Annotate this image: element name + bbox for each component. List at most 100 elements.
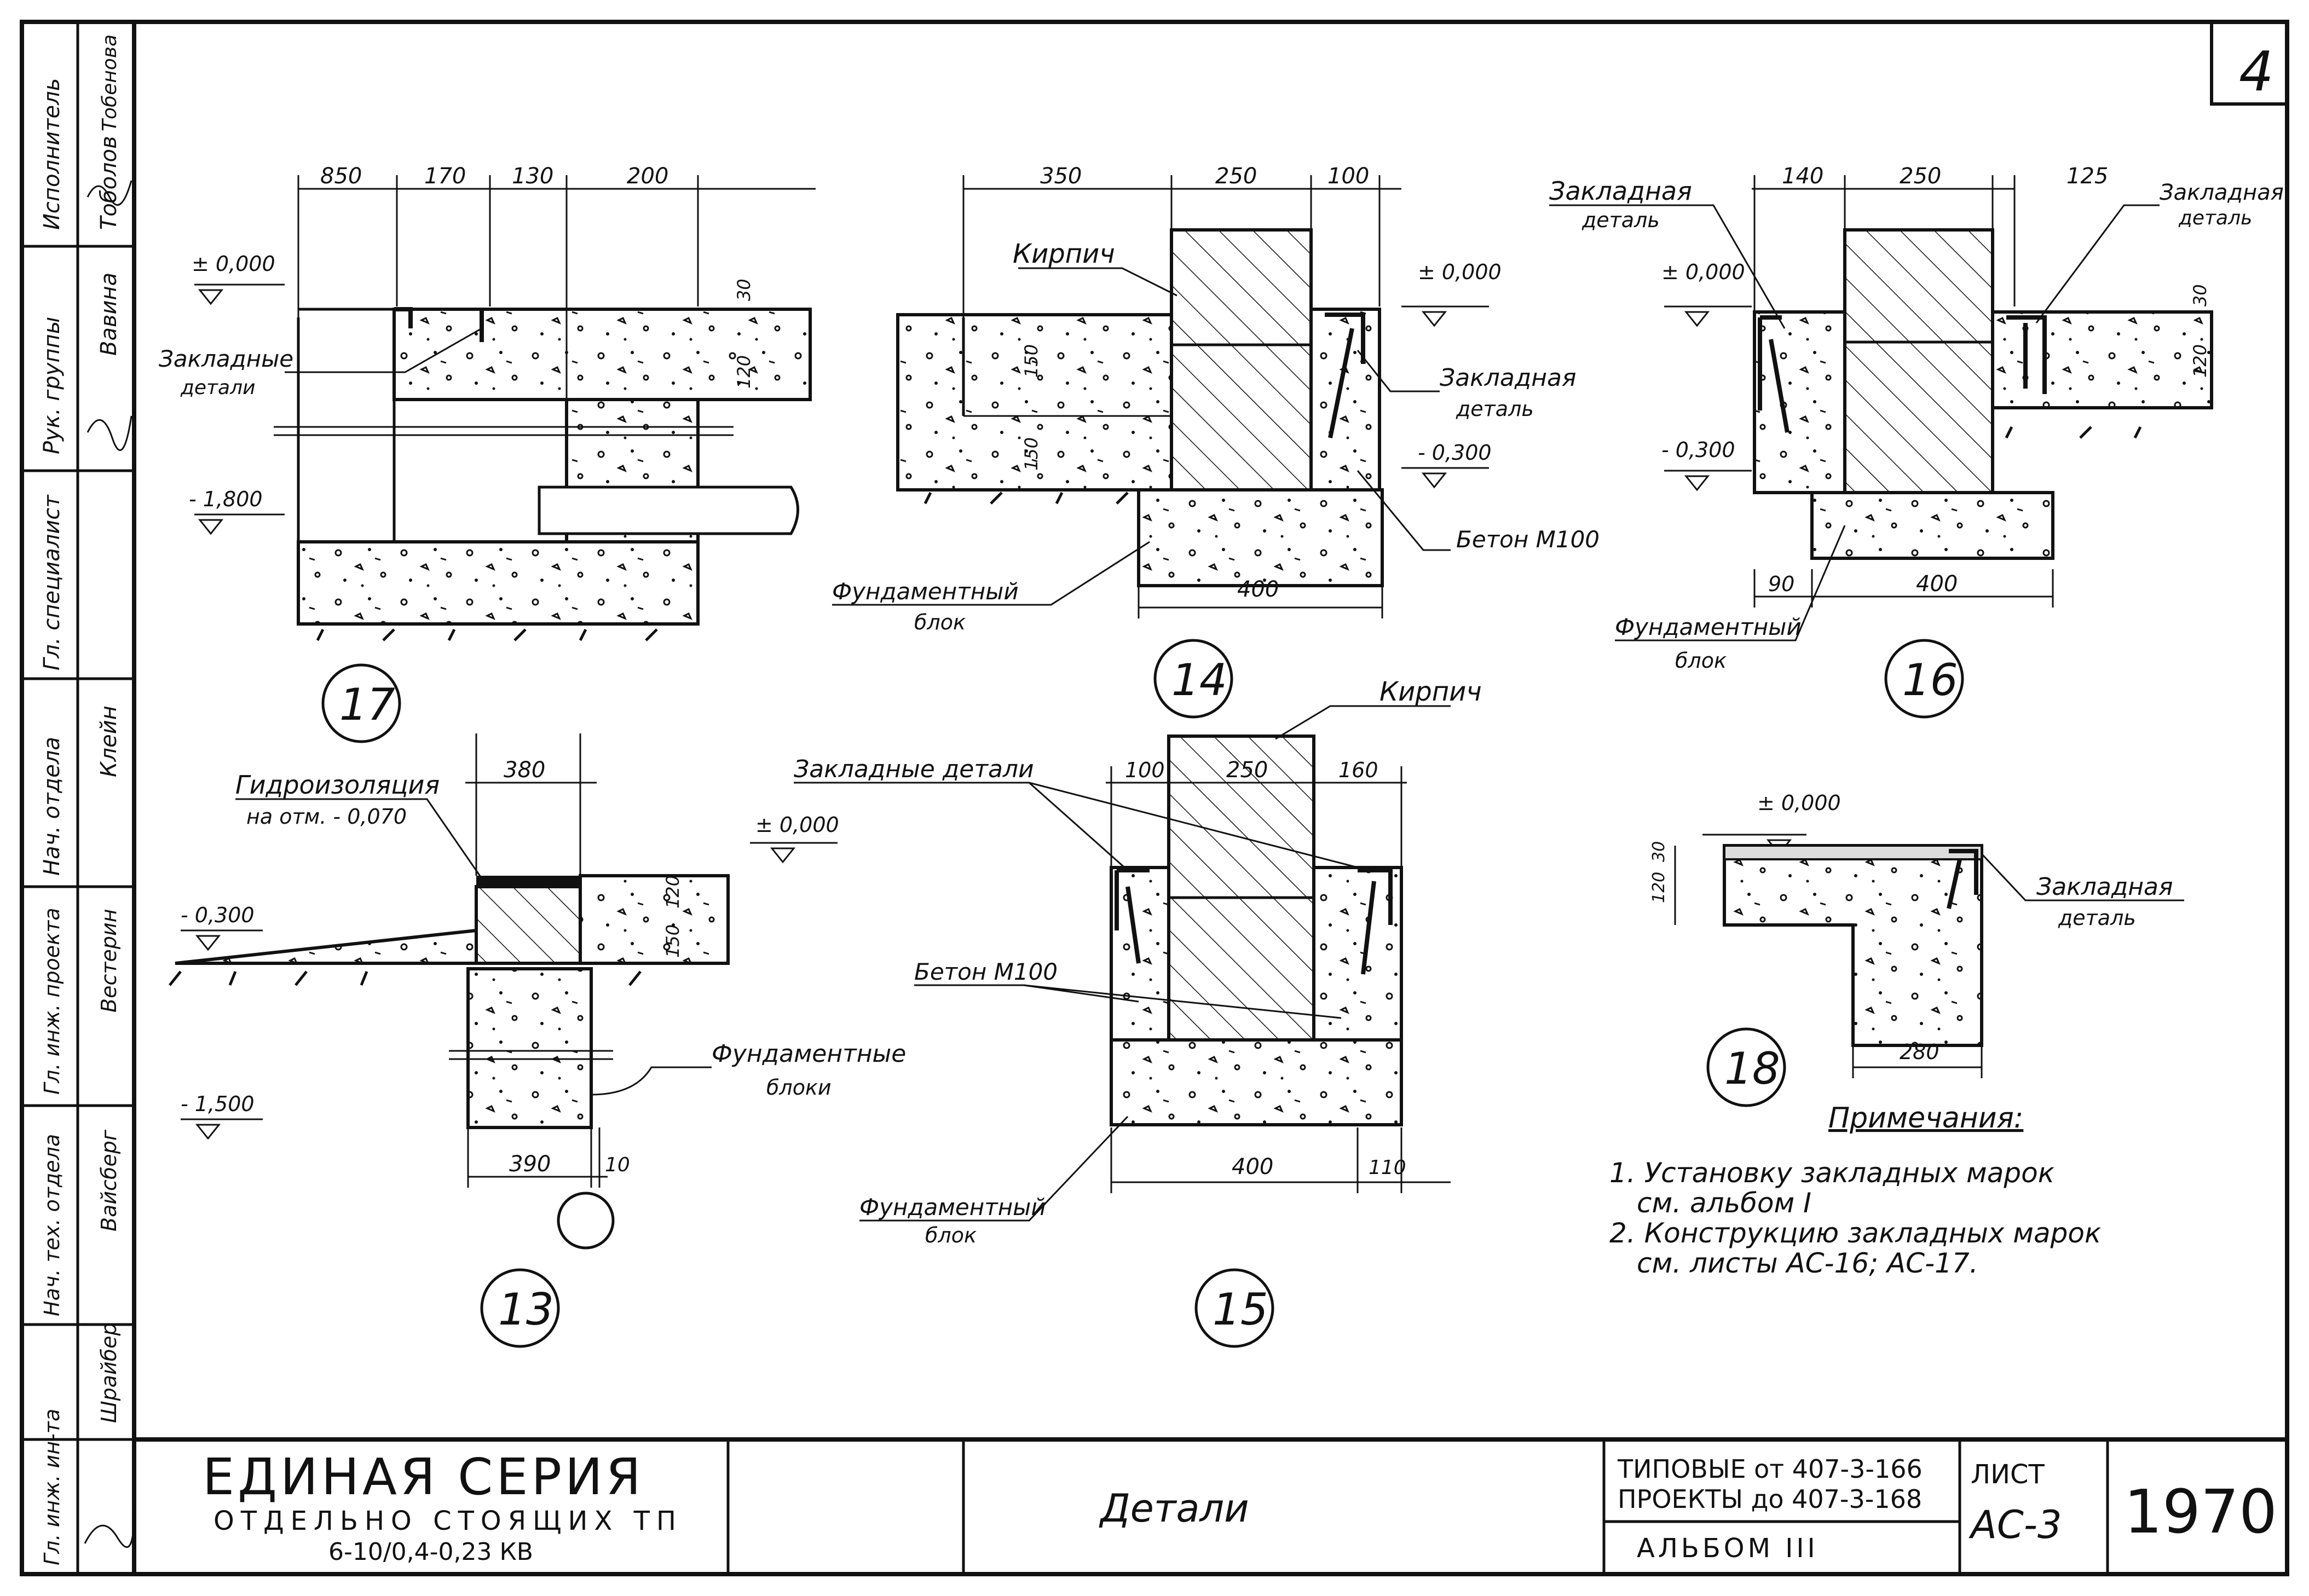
typical-label-2: ПРОЕКТЫ до 407-3-168	[1618, 1484, 1922, 1514]
sheet-label: ЛИСТ	[1971, 1459, 2045, 1490]
d17-dim-200: 200	[627, 164, 668, 189]
d14-block-2: блок	[914, 610, 966, 634]
series-title: ЕДИНАЯ СЕРИЯ	[203, 1448, 644, 1506]
sheet-frame	[20, 20, 2289, 1576]
d14-vdim-150-b: 150	[1021, 437, 1042, 471]
d18-dim-280: 280	[1900, 1040, 1939, 1064]
typical-label-1: ТИПОВЫЕ от 407-3-166	[1617, 1454, 1923, 1484]
d17-dim-850: 850	[320, 164, 362, 189]
stamp-name-2: Вавина	[96, 273, 122, 356]
d16-vdim-120: 120	[2190, 344, 2210, 378]
drawing-name: Детали	[1099, 1486, 1249, 1531]
d16-number: 16	[1902, 655, 1958, 706]
stamp-role-2: Рук. группы	[39, 317, 65, 454]
d13-number: 13	[498, 1284, 554, 1335]
note-2-line-1: 2. Конструкцию закладных марок	[1609, 1217, 2101, 1249]
d16-level-1: - 0,300	[1661, 438, 1735, 462]
note-2-line-2: см. листы АС-16; АС-17.	[1637, 1247, 1978, 1279]
d14-dim-400: 400	[1237, 577, 1279, 602]
stamp-name-7: Шрайбер	[97, 1322, 121, 1423]
stamp-role-5: Гл. инж. проекта	[40, 907, 64, 1095]
d18-vdim-30: 30	[1649, 841, 1669, 862]
stamp-name-6: Вайсберг	[97, 1129, 121, 1231]
d16-dim-90: 90	[1768, 572, 1794, 596]
d17-number-circle	[321, 663, 401, 743]
d14-number-circle	[1153, 639, 1233, 719]
series-subtitle-2: 6-10/0,4-0,23 КВ	[328, 1538, 533, 1566]
d16-block-2: блок	[1675, 649, 1727, 673]
signature-3	[84, 1510, 135, 1548]
d15-number-circle	[1194, 1268, 1274, 1348]
d14-vdim-150-a: 150	[1021, 344, 1042, 378]
d14-level-1: - 0,300	[1418, 441, 1492, 465]
d14-embed-2: деталь	[1456, 397, 1534, 421]
d13-pipe-circle	[557, 1192, 615, 1250]
d14-concrete: Бетон М100	[1456, 526, 1600, 553]
d17-dim-170: 170	[424, 164, 466, 189]
stamp-role-7: Гл. инж. ин-та	[40, 1409, 64, 1565]
d16-dim-125: 125	[2066, 164, 2108, 189]
d15-block-2: блок	[925, 1223, 977, 1247]
d16-embed-right-2: деталь	[2178, 207, 2252, 229]
d15-brick: Кирпич	[1379, 676, 1482, 707]
d16-dim-400: 400	[1916, 571, 1958, 597]
note-1-line-2: см. альбом I	[1637, 1187, 1811, 1219]
d14-dim-350: 350	[1040, 164, 1082, 189]
series-subtitle-1: ОТДЕЛЬНО СТОЯЩИХ ТП	[213, 1506, 683, 1536]
stamp-name-1: Тоболов	[96, 136, 122, 230]
d16-block-1: Фундаментный	[1615, 614, 1802, 640]
d13-hydro-2: на отм. - 0,070	[246, 805, 407, 829]
d18-embed-2: деталь	[2058, 906, 2136, 930]
d18-vdim-120: 120	[1649, 872, 1669, 903]
d13-level-0: ± 0,000	[755, 813, 839, 837]
detail-14: 350 250 100 Кирпич ± 0,000 - 0,300 Закла…	[832, 164, 1600, 719]
d15-dim-160: 160	[1338, 758, 1378, 782]
stamp-role-4: Нач. отдела	[39, 737, 65, 876]
d15-dim-400: 400	[1232, 1154, 1273, 1179]
side-stamp: Исполнитель Тоболов Тобенова Рук. группы…	[22, 34, 135, 1565]
detail-15: 100 250 160 Кирпич Закладные детали Бето…	[794, 676, 1482, 1348]
d16-number-circle	[1884, 639, 1964, 719]
d14-dim-250: 250	[1215, 164, 1257, 189]
d14-number: 14	[1171, 655, 1227, 706]
stamp-extra-1: Тобенова	[99, 34, 121, 131]
sheet-corner-number: 4	[2239, 39, 2274, 103]
d15-dim-110: 110	[1369, 1156, 1406, 1179]
d13-level-2: - 1,500	[181, 1092, 255, 1116]
stamp-role-1: Исполнитель	[39, 78, 65, 230]
d13-number-circle	[480, 1268, 560, 1348]
d17-level-1: - 1,800	[189, 487, 263, 511]
detail-16: 140 250 125 ± 0,000 - 0,300 Закладная де…	[1549, 164, 2284, 719]
d14-embed-1: Закладная	[1440, 364, 1576, 392]
d18-level-0: ± 0,000	[1757, 791, 1841, 815]
d13-dim-390: 390	[509, 1152, 551, 1177]
d18-number-circle	[1706, 1027, 1786, 1107]
d16-level-0: ± 0,000	[1661, 260, 1745, 284]
detail-13: 380 Гидроизоляция на отм. - 0,070 ± 0,00…	[169, 733, 906, 1348]
d17-dim-130: 130	[512, 164, 553, 189]
d13-vdim-150: 150	[662, 924, 683, 958]
notes-title: Примечания:	[1828, 1102, 2023, 1135]
detail-17: 850 170 130 200 ± 0,000 - 1,800 30 120 З…	[159, 164, 816, 743]
d15-dim-100: 100	[1125, 758, 1165, 782]
d17-vdim-30: 30	[734, 279, 754, 301]
sheet-code: АС-3	[1969, 1502, 2062, 1547]
d13-dim-380: 380	[504, 757, 545, 783]
d15-embeds: Закладные детали	[794, 755, 1034, 783]
d17-vdim-120: 120	[734, 355, 754, 389]
d16-embed-left-1: Закладная	[1549, 176, 1692, 206]
d13-level-1: - 0,300	[181, 903, 255, 927]
d14-level-0: ± 0,000	[1418, 260, 1502, 284]
album-label: АЛЬБОМ III	[1637, 1533, 1819, 1564]
d13-hydro-1: Гидроизоляция	[235, 770, 440, 800]
d18-embed-1: Закладная	[2036, 873, 2173, 901]
note-1-line-1: 1. Установку закладных марок	[1609, 1157, 2054, 1189]
d13-dim-10: 10	[605, 1154, 630, 1176]
stamp-role-3: Гл. специалист	[39, 494, 65, 670]
d17-label-1: Закладные	[159, 345, 293, 372]
d13-blocks-1: Фундаментные	[712, 1040, 906, 1068]
d15-concrete: Бетон М100	[914, 958, 1058, 985]
detail-18: ± 0,000 30 120 280 Закладная деталь 18	[1649, 791, 2184, 1107]
d14-dim-100: 100	[1327, 164, 1369, 189]
